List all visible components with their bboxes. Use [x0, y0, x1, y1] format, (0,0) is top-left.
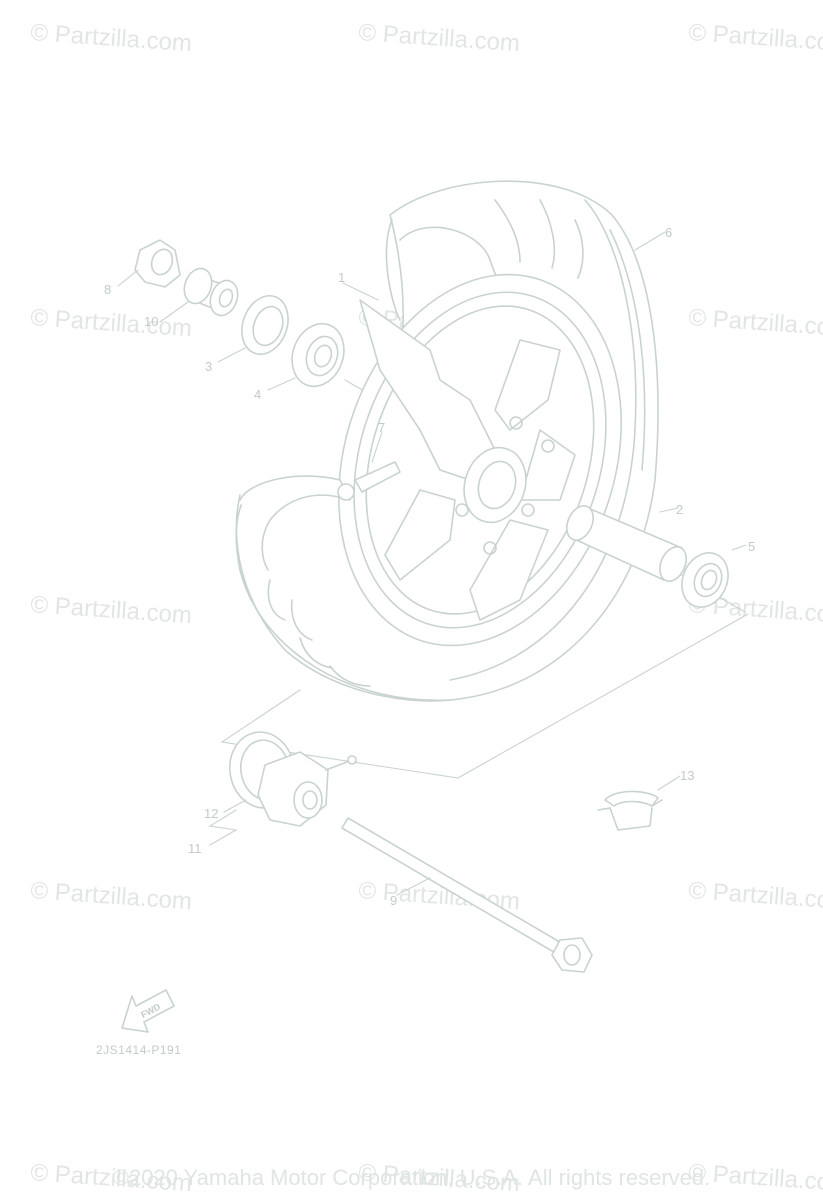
tire-lower-section: [239, 475, 351, 571]
leader-lines: [117, 231, 747, 896]
callout-7: 7: [378, 420, 385, 435]
collar: [183, 267, 239, 317]
axle-collar: [566, 505, 687, 582]
bearing: [291, 322, 345, 388]
watermark: © Partzilla.com: [30, 304, 193, 342]
watermark: © Partzilla.com: [688, 19, 823, 57]
callout-10: 10: [144, 314, 158, 329]
watermark: © Partzilla.com: [688, 304, 823, 342]
callout-12: 12: [204, 806, 218, 821]
forward-arrow-icon: FWD: [121, 989, 175, 1033]
oil-seal: [241, 295, 289, 355]
wheel-axle: [341, 817, 593, 973]
callout-9: 9: [390, 893, 397, 908]
assembly-bracket: [220, 613, 749, 779]
bearing: [681, 552, 729, 608]
callout-1: 1: [338, 270, 345, 285]
clamp: [597, 790, 663, 831]
callout-2: 2: [676, 502, 683, 517]
flange-nut: [134, 239, 181, 288]
callout-4: 4: [254, 387, 261, 402]
front-wheel: [338, 273, 622, 647]
watermark: © Partzilla.com: [358, 19, 521, 57]
callout-11: 11: [188, 841, 202, 856]
watermark: © Partzilla.com: [688, 877, 823, 915]
callout-8: 8: [104, 282, 111, 297]
speedometer-gear-unit: [257, 751, 357, 827]
callout-6: 6: [665, 225, 672, 240]
watermark: © Partzilla.com: [30, 591, 193, 629]
watermark: © Partzilla.com: [30, 19, 193, 57]
callout-13: 13: [680, 768, 694, 783]
diagram-code: 2JS1414-P191: [96, 1043, 181, 1057]
callout-labels: 1 2 3 4 5 6 7 8 9 10 11 12 13: [104, 225, 755, 908]
callout-3: 3: [205, 359, 212, 374]
callout-5: 5: [748, 539, 755, 554]
valve: [337, 461, 401, 501]
watermark: © Partzilla.com: [30, 877, 193, 915]
copyright-notice: ©2020 Yamaha Motor Corporation, U.S.A. A…: [112, 1165, 711, 1190]
